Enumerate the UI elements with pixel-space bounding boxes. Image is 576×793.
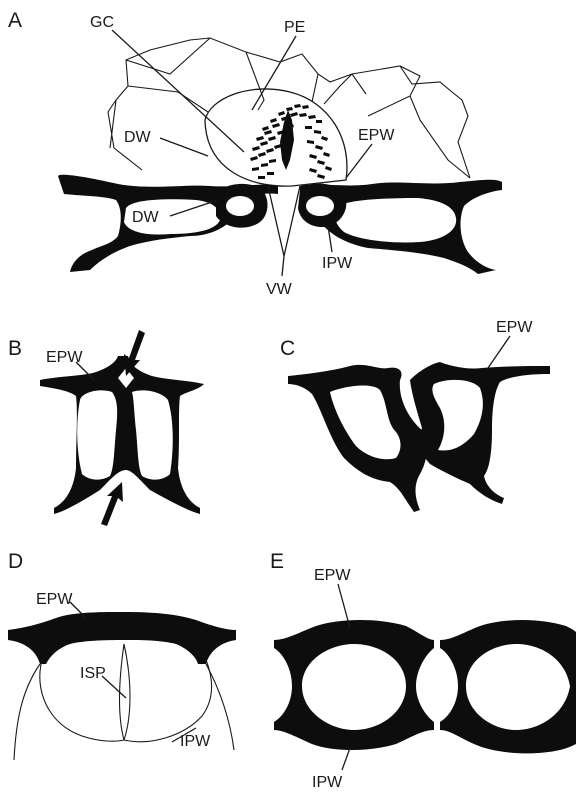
guard-cell-d-left-outline — [40, 644, 124, 741]
cuticular-ledge-stipples — [250, 104, 332, 179]
label-ipw-a: IPW — [322, 255, 353, 272]
panel-b: B EPW — [8, 330, 204, 526]
leader-ipw-e — [342, 748, 350, 770]
panel-c-letter: C — [280, 337, 295, 360]
label-isp: ISP — [80, 665, 106, 682]
guard-cell-e-right — [440, 620, 576, 753]
label-ipw-e: IPW — [312, 774, 343, 791]
guard-cell-c-right — [410, 362, 550, 504]
label-vw: VW — [266, 281, 293, 298]
panel-a: A — [8, 9, 502, 298]
label-epw-d: EPW — [36, 591, 73, 608]
leader-epw-c — [488, 336, 510, 368]
label-epw-b: EPW — [46, 349, 83, 366]
guard-cell-right-lumen — [306, 196, 334, 216]
outer-wall-d-left — [14, 664, 40, 760]
label-pe: PE — [284, 19, 305, 36]
guard-cell-e-left — [274, 620, 434, 750]
panel-e-letter: E — [270, 550, 284, 573]
panel-e: E EPW IPW — [270, 550, 576, 791]
guard-cell-b-left-lumen — [77, 390, 117, 479]
panel-a-letter: A — [8, 9, 22, 32]
label-epw-c: EPW — [496, 319, 533, 336]
label-epw-e: EPW — [314, 567, 351, 584]
arrow-up-icon — [101, 482, 123, 526]
label-dw-bottom: DW — [132, 209, 160, 226]
guard-cell-left-lumen — [226, 196, 254, 216]
label-ipw-d: IPW — [180, 733, 211, 750]
panel-d-letter: D — [8, 550, 23, 573]
label-epw-a: EPW — [358, 127, 395, 144]
panel-b-letter: B — [8, 337, 22, 360]
label-dw-top: DW — [124, 129, 152, 146]
panel-c: C EPW — [280, 319, 550, 512]
panel-d: D EPW ISP IPW — [8, 550, 236, 760]
label-gc: GC — [90, 14, 114, 31]
ventral-wall-pore — [268, 186, 300, 256]
